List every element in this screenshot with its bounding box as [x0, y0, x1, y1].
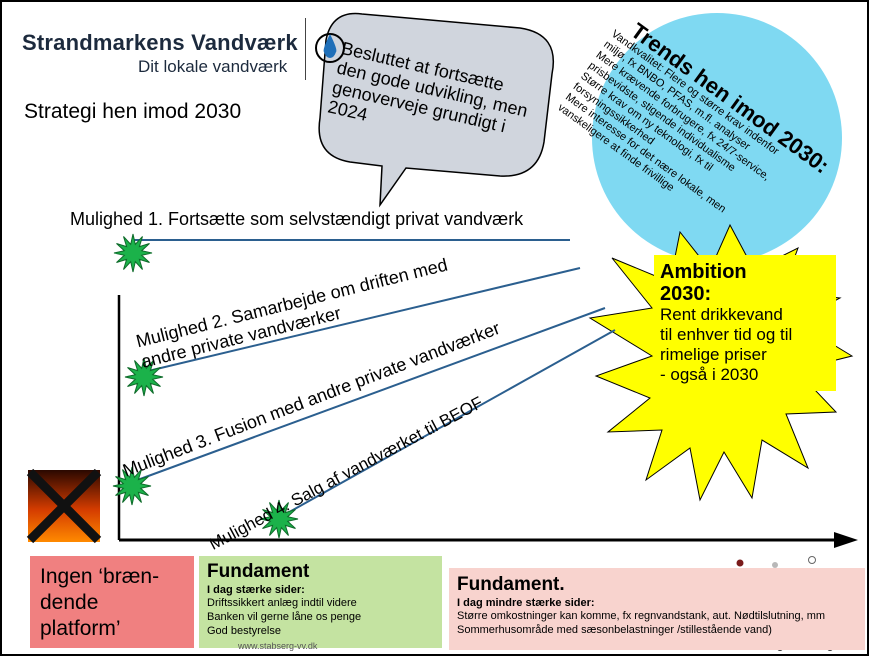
burning-platform-line: platform’ — [40, 617, 121, 640]
ambition-body-line: Rent drikkevand — [660, 305, 783, 324]
water-drop-icon — [315, 33, 345, 63]
ambition-title-line: Ambition — [660, 261, 747, 283]
strengths-box: Fundament I dag stærke sider: Driftssikk… — [199, 556, 442, 648]
burning-platform-graphic — [26, 468, 102, 544]
speech-bubble — [318, 12, 554, 208]
option-4-line — [274, 329, 616, 521]
option-3-line — [131, 307, 606, 483]
burning-platform-line: Ingen ‘bræn- — [40, 565, 160, 588]
trends-circle — [592, 13, 842, 263]
strengths-item: Driftssikkert anlæg indtil videre — [207, 597, 357, 609]
option-3-star — [112, 466, 152, 506]
weaknesses-item: Større omkostninger kan komme, fx regnva… — [457, 610, 826, 622]
ambition-body-line: - også i 2030 — [660, 365, 759, 384]
strengths-subtitle: I dag stærke sider: — [207, 584, 305, 596]
strengths-item: Banken vil gerne låne os penge — [207, 611, 362, 623]
burning-platform-box: Ingen ‘bræn- dende platform’ — [30, 556, 194, 648]
burning-platform-line: dende — [40, 591, 99, 614]
option-1-star — [113, 233, 153, 273]
decor-dot — [736, 559, 744, 567]
option-2-star — [124, 357, 164, 397]
weaknesses-box: Fundament. I dag mindre stærke sider: St… — [449, 568, 865, 650]
ambition-title-line: 2030: — [660, 283, 712, 305]
decor-dot — [808, 556, 816, 564]
ambition-body-line: til enhver tid og til — [660, 325, 793, 344]
logo-title: Strandmarkens Vandværk — [22, 30, 298, 55]
logo-subtitle: Dit lokale vandværk — [138, 57, 288, 76]
option-4-star — [259, 499, 299, 539]
strengths-item: God bestyrelse — [207, 625, 281, 637]
ambition-body-line: rimelige priser — [660, 345, 767, 364]
decor-dot — [772, 562, 778, 568]
weaknesses-item: Sommerhusområde med sæsonbelastninger /s… — [457, 624, 772, 636]
page-title: Strategi hen imod 2030 — [24, 100, 242, 123]
ambition-box: Ambition 2030: Rent drikkevand til enhve… — [654, 255, 836, 391]
option-1-label: Mulighed 1. Fortsætte som selvstændigt p… — [70, 209, 524, 229]
x-axis-arrowhead — [834, 532, 858, 548]
strengths-title: Fundament — [207, 561, 310, 582]
footer-url: www.stabserg-vv.dk — [238, 641, 318, 651]
logo-divider — [305, 18, 306, 80]
weaknesses-subtitle: I dag mindre stærke sider: — [457, 597, 595, 609]
option-2-line — [143, 267, 581, 373]
option-stars — [112, 233, 299, 539]
weaknesses-title: Fundament. — [457, 574, 565, 595]
